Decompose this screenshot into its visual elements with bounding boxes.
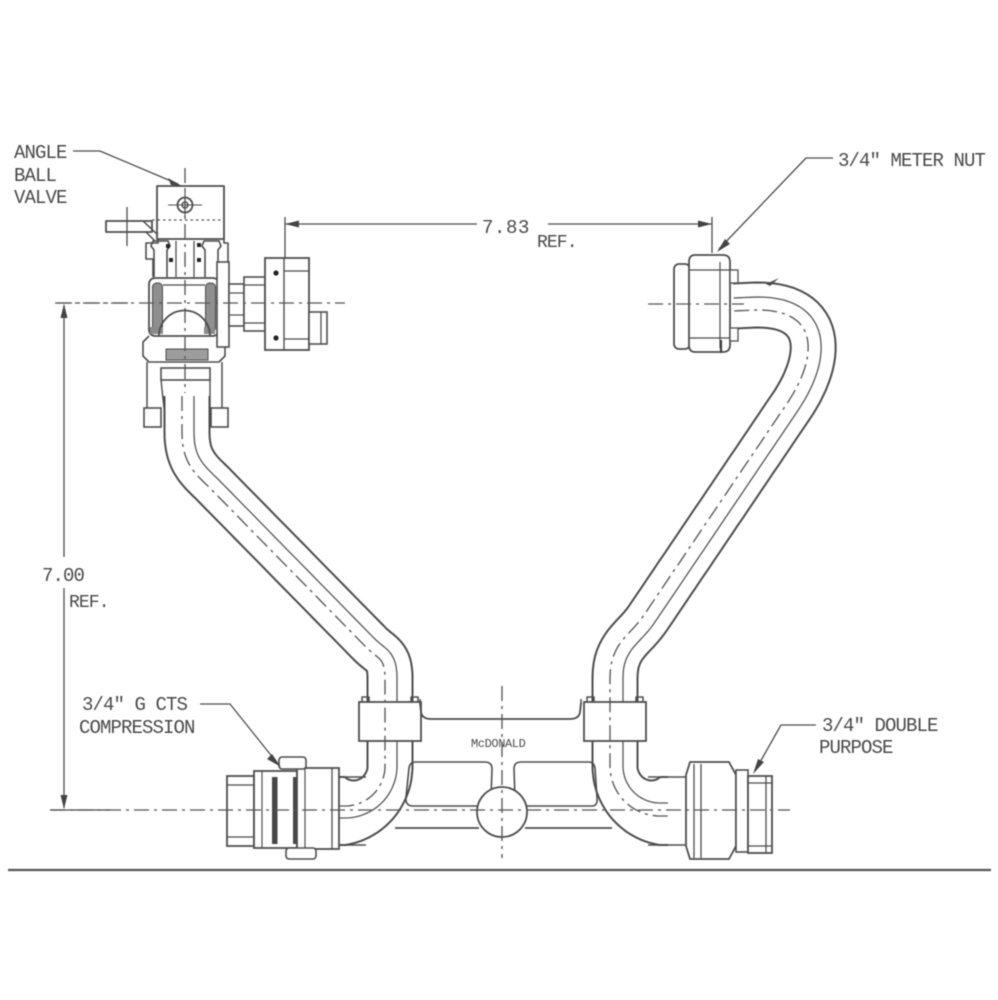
svg-text:McDONALD: McDONALD — [471, 737, 526, 751]
svg-text:7.00: 7.00 — [42, 565, 85, 587]
svg-text:REF.: REF. — [69, 593, 109, 613]
svg-text:VALVE: VALVE — [14, 187, 67, 209]
svg-text:3/4" G CTS: 3/4" G CTS — [82, 694, 188, 716]
svg-text:ANGLE: ANGLE — [14, 142, 67, 164]
svg-text:3/4" METER NUT: 3/4" METER NUT — [838, 150, 986, 172]
svg-text:REF.: REF. — [537, 233, 577, 253]
svg-text:3/4" DOUBLE: 3/4" DOUBLE — [822, 715, 938, 737]
svg-text:COMPRESSION: COMPRESSION — [79, 717, 195, 739]
svg-text:PURPOSE: PURPOSE — [819, 737, 893, 759]
svg-text:BALL: BALL — [14, 165, 57, 187]
svg-text:7.83: 7.83 — [482, 217, 530, 239]
